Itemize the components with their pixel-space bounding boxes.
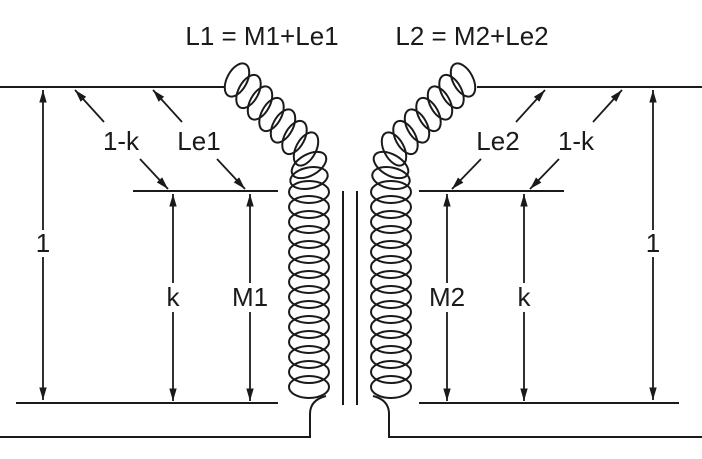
- coil-loop: [269, 108, 297, 144]
- coil-loop: [288, 210, 330, 234]
- arrow-segment-up: [152, 89, 183, 123]
- dim-label-k-left: k: [167, 282, 181, 312]
- coil-loop: [288, 360, 330, 384]
- coil-loop: [426, 85, 454, 121]
- coil-loop: [371, 165, 411, 191]
- arrow-segment-down: [216, 158, 246, 190]
- arrow-segment-down: [529, 158, 560, 190]
- equation-l1: L1 = M1+Le1: [185, 21, 338, 51]
- dim-arrow-1-minus-k-right: 1-k: [529, 89, 623, 190]
- primary-winding-coil: [223, 62, 330, 399]
- dim-label-1-right: 1: [646, 228, 660, 258]
- coil-loop: [370, 330, 412, 354]
- dim-arrow-1-right: 1: [646, 90, 660, 400]
- equation-l2: L2 = M2+Le2: [395, 21, 548, 51]
- coil-loop: [370, 315, 412, 339]
- coil-loop: [370, 240, 412, 264]
- dim-arrow-k-left: k: [167, 194, 181, 401]
- arrow-segment-down: [139, 158, 169, 190]
- coil-loop: [288, 300, 330, 324]
- coil-loop: [380, 131, 408, 167]
- coil-loop: [288, 270, 330, 294]
- dim-arrow-le2: Le2: [451, 89, 546, 190]
- dim-label-m2: M2: [429, 282, 465, 312]
- bottom-left-wire: [0, 395, 327, 438]
- dim-arrow-m1: M1: [232, 194, 268, 401]
- coil-loop: [258, 96, 285, 133]
- coil-loop: [288, 375, 330, 399]
- coil-loop: [415, 96, 442, 133]
- coil-loop: [370, 345, 412, 369]
- secondary-winding-coil: [370, 62, 477, 399]
- coil-loop: [370, 210, 412, 234]
- coil-loop: [288, 285, 330, 309]
- dim-label-1-minus-k-left: 1-k: [103, 126, 140, 156]
- dim-label-1-minus-k-right: 1-k: [558, 126, 595, 156]
- coil-loop: [288, 315, 330, 339]
- arrow-segment-up: [74, 89, 105, 123]
- coil-loop: [370, 375, 412, 399]
- arrow-segment-up: [592, 89, 623, 123]
- coil-loop: [403, 108, 431, 144]
- dim-arrow-k-right: k: [518, 194, 532, 401]
- coil-loop: [370, 285, 412, 309]
- coil-loop: [281, 119, 308, 156]
- dim-label-1-left: 1: [36, 228, 50, 258]
- dim-label-k-right: k: [518, 282, 532, 312]
- coil-loop: [370, 270, 412, 294]
- coil-loop: [392, 119, 419, 156]
- bottom-right-wire: [372, 395, 702, 438]
- coil-loop: [288, 240, 330, 264]
- coil-loop: [223, 62, 251, 98]
- coil-loop: [370, 255, 412, 279]
- coil-loop: [288, 255, 330, 279]
- coil-loop: [370, 225, 412, 249]
- dim-label-le1: Le1: [177, 126, 220, 156]
- coil-loop: [288, 225, 330, 249]
- coil-loop: [370, 180, 412, 204]
- dim-arrow-1-minus-k-left: 1-k: [74, 89, 169, 190]
- coil-loop: [292, 131, 320, 167]
- coil-loop: [288, 345, 330, 369]
- coil-loop: [449, 62, 477, 98]
- arrow-segment-up: [515, 89, 546, 123]
- dim-arrow-m2: M2: [429, 194, 465, 401]
- circuit-wires: [0, 86, 702, 438]
- coil-loop: [370, 195, 412, 219]
- coil-loop: [235, 73, 262, 110]
- dim-label-m1: M1: [232, 282, 268, 312]
- dim-arrow-le1: Le1: [152, 89, 246, 190]
- coil-loop: [289, 165, 329, 191]
- coil-loop: [370, 300, 412, 324]
- coil-loop: [438, 73, 465, 110]
- dim-label-le2: Le2: [476, 126, 519, 156]
- coil-loop: [288, 330, 330, 354]
- coil-loop: [288, 180, 330, 204]
- dim-arrow-1-left: 1: [36, 90, 50, 400]
- transformer-core: [342, 191, 358, 405]
- arrow-segment-down: [451, 158, 482, 190]
- coil-loop: [370, 360, 412, 384]
- coil-loop: [288, 195, 330, 219]
- coil-loop: [246, 85, 274, 121]
- reference-lines: [16, 190, 679, 404]
